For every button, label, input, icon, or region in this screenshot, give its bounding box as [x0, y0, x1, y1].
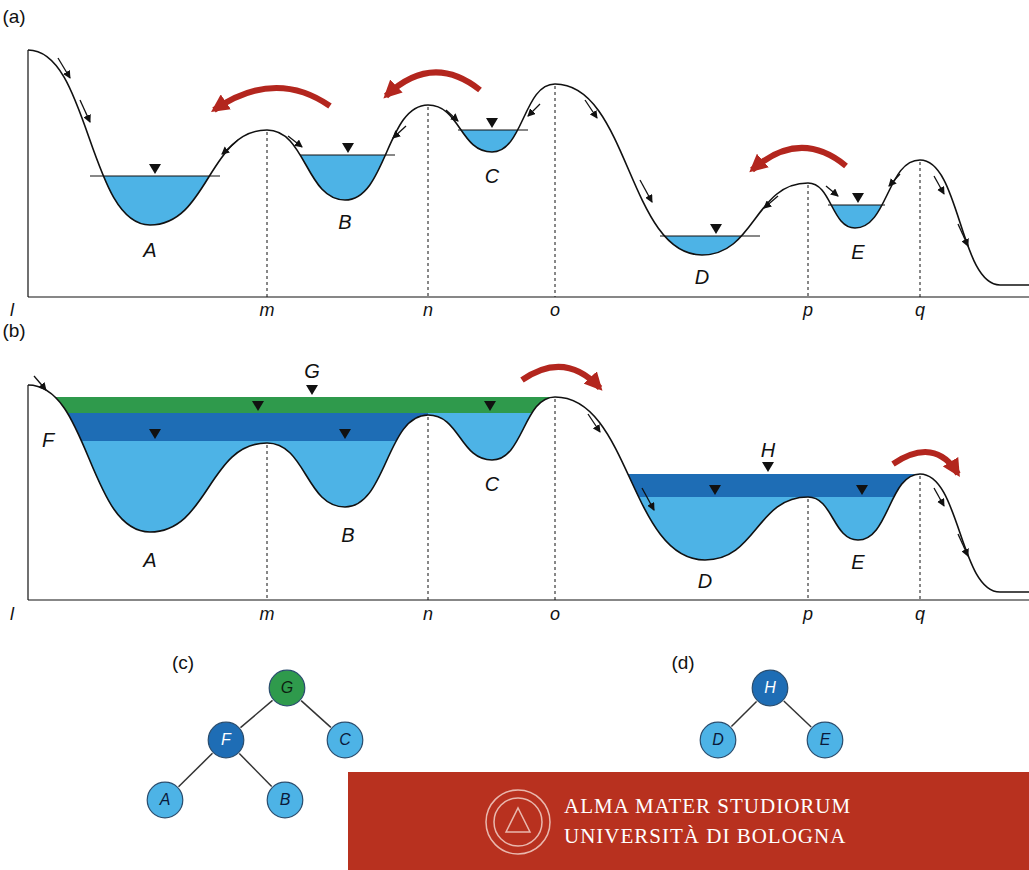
- basin-letter: D: [695, 267, 709, 287]
- tree-node: D: [699, 721, 737, 759]
- basin-letter: A: [143, 550, 156, 570]
- watermark-text: UNIVERSITÀ DI BOLOGNA: [564, 826, 846, 847]
- axis-letter: l: [10, 605, 14, 623]
- node-letter: F: [221, 732, 231, 748]
- tree-link: [301, 701, 331, 728]
- tree-node: B: [266, 781, 304, 819]
- basin-letter: B: [338, 212, 351, 232]
- overflow-arrows-a: [214, 72, 846, 170]
- panel-tag: (b): [2, 321, 25, 340]
- axis-letter: n: [423, 301, 433, 319]
- tree-link: [784, 701, 811, 727]
- axis-letter: m: [260, 605, 275, 623]
- water-b: [40, 397, 920, 607]
- flow-arrows-b: [34, 376, 968, 556]
- node-letter: H: [764, 680, 776, 696]
- node-letter: G: [281, 680, 293, 696]
- axis-letter: m: [260, 301, 275, 319]
- basin-letter: E: [851, 242, 864, 262]
- tree-link: [240, 700, 272, 727]
- tree-node: G: [268, 669, 306, 707]
- axis-letter: l: [10, 301, 14, 319]
- tree-node: C: [326, 721, 364, 759]
- watermark-banner: [348, 772, 1029, 870]
- node-letter: D: [712, 732, 724, 748]
- tree-node: H: [751, 669, 789, 707]
- panel-tag: (d): [671, 653, 694, 672]
- terrain-profile: [28, 50, 1029, 285]
- divide-lines-b: [267, 399, 920, 600]
- divide-lines-a: [267, 86, 920, 297]
- node-letter: C: [339, 732, 351, 748]
- axis-letter: o: [550, 605, 560, 623]
- node-letter: E: [820, 732, 831, 748]
- basin-letter: E: [851, 552, 864, 572]
- basin-letter: C: [485, 474, 499, 494]
- tree-link: [239, 754, 271, 787]
- basin-letter: H: [761, 440, 775, 460]
- basin-letter: C: [485, 166, 499, 186]
- panel-tag: (c): [172, 653, 194, 672]
- axis-letter: q: [915, 301, 925, 319]
- university-seal: [486, 790, 550, 854]
- tree-link: [731, 701, 756, 726]
- axis-letter: o: [550, 301, 560, 319]
- axis-letter: q: [915, 605, 925, 623]
- axis-letter: p: [803, 301, 813, 319]
- axis-a: [28, 50, 1029, 297]
- water-surface-a: [90, 130, 885, 236]
- node-letter: A: [160, 792, 171, 808]
- basin-letter: D: [698, 571, 712, 591]
- level-markers-a: [149, 118, 864, 234]
- node-letter: B: [280, 792, 291, 808]
- axis-b: [28, 385, 1029, 600]
- basin-letter: F: [42, 430, 54, 450]
- terrain-profile: [28, 385, 1029, 592]
- panel-tag: (a): [2, 7, 25, 26]
- tree-node: F: [207, 721, 245, 759]
- basin-letter: G: [304, 361, 320, 381]
- water-a: [40, 130, 920, 306]
- axis-letter: n: [423, 605, 433, 623]
- tree-node: A: [146, 781, 184, 819]
- level-markers-b: [149, 385, 868, 495]
- overflow-arrows-b: [522, 367, 958, 474]
- basin-letter: A: [143, 240, 156, 260]
- flow-arrows-a: [58, 58, 968, 246]
- tree-node: E: [806, 721, 844, 759]
- basin-letter: B: [341, 525, 354, 545]
- watermark-text: ALMA MATER STUDIORUM: [564, 796, 851, 817]
- axis-letter: p: [803, 605, 813, 623]
- tree-link: [179, 753, 213, 786]
